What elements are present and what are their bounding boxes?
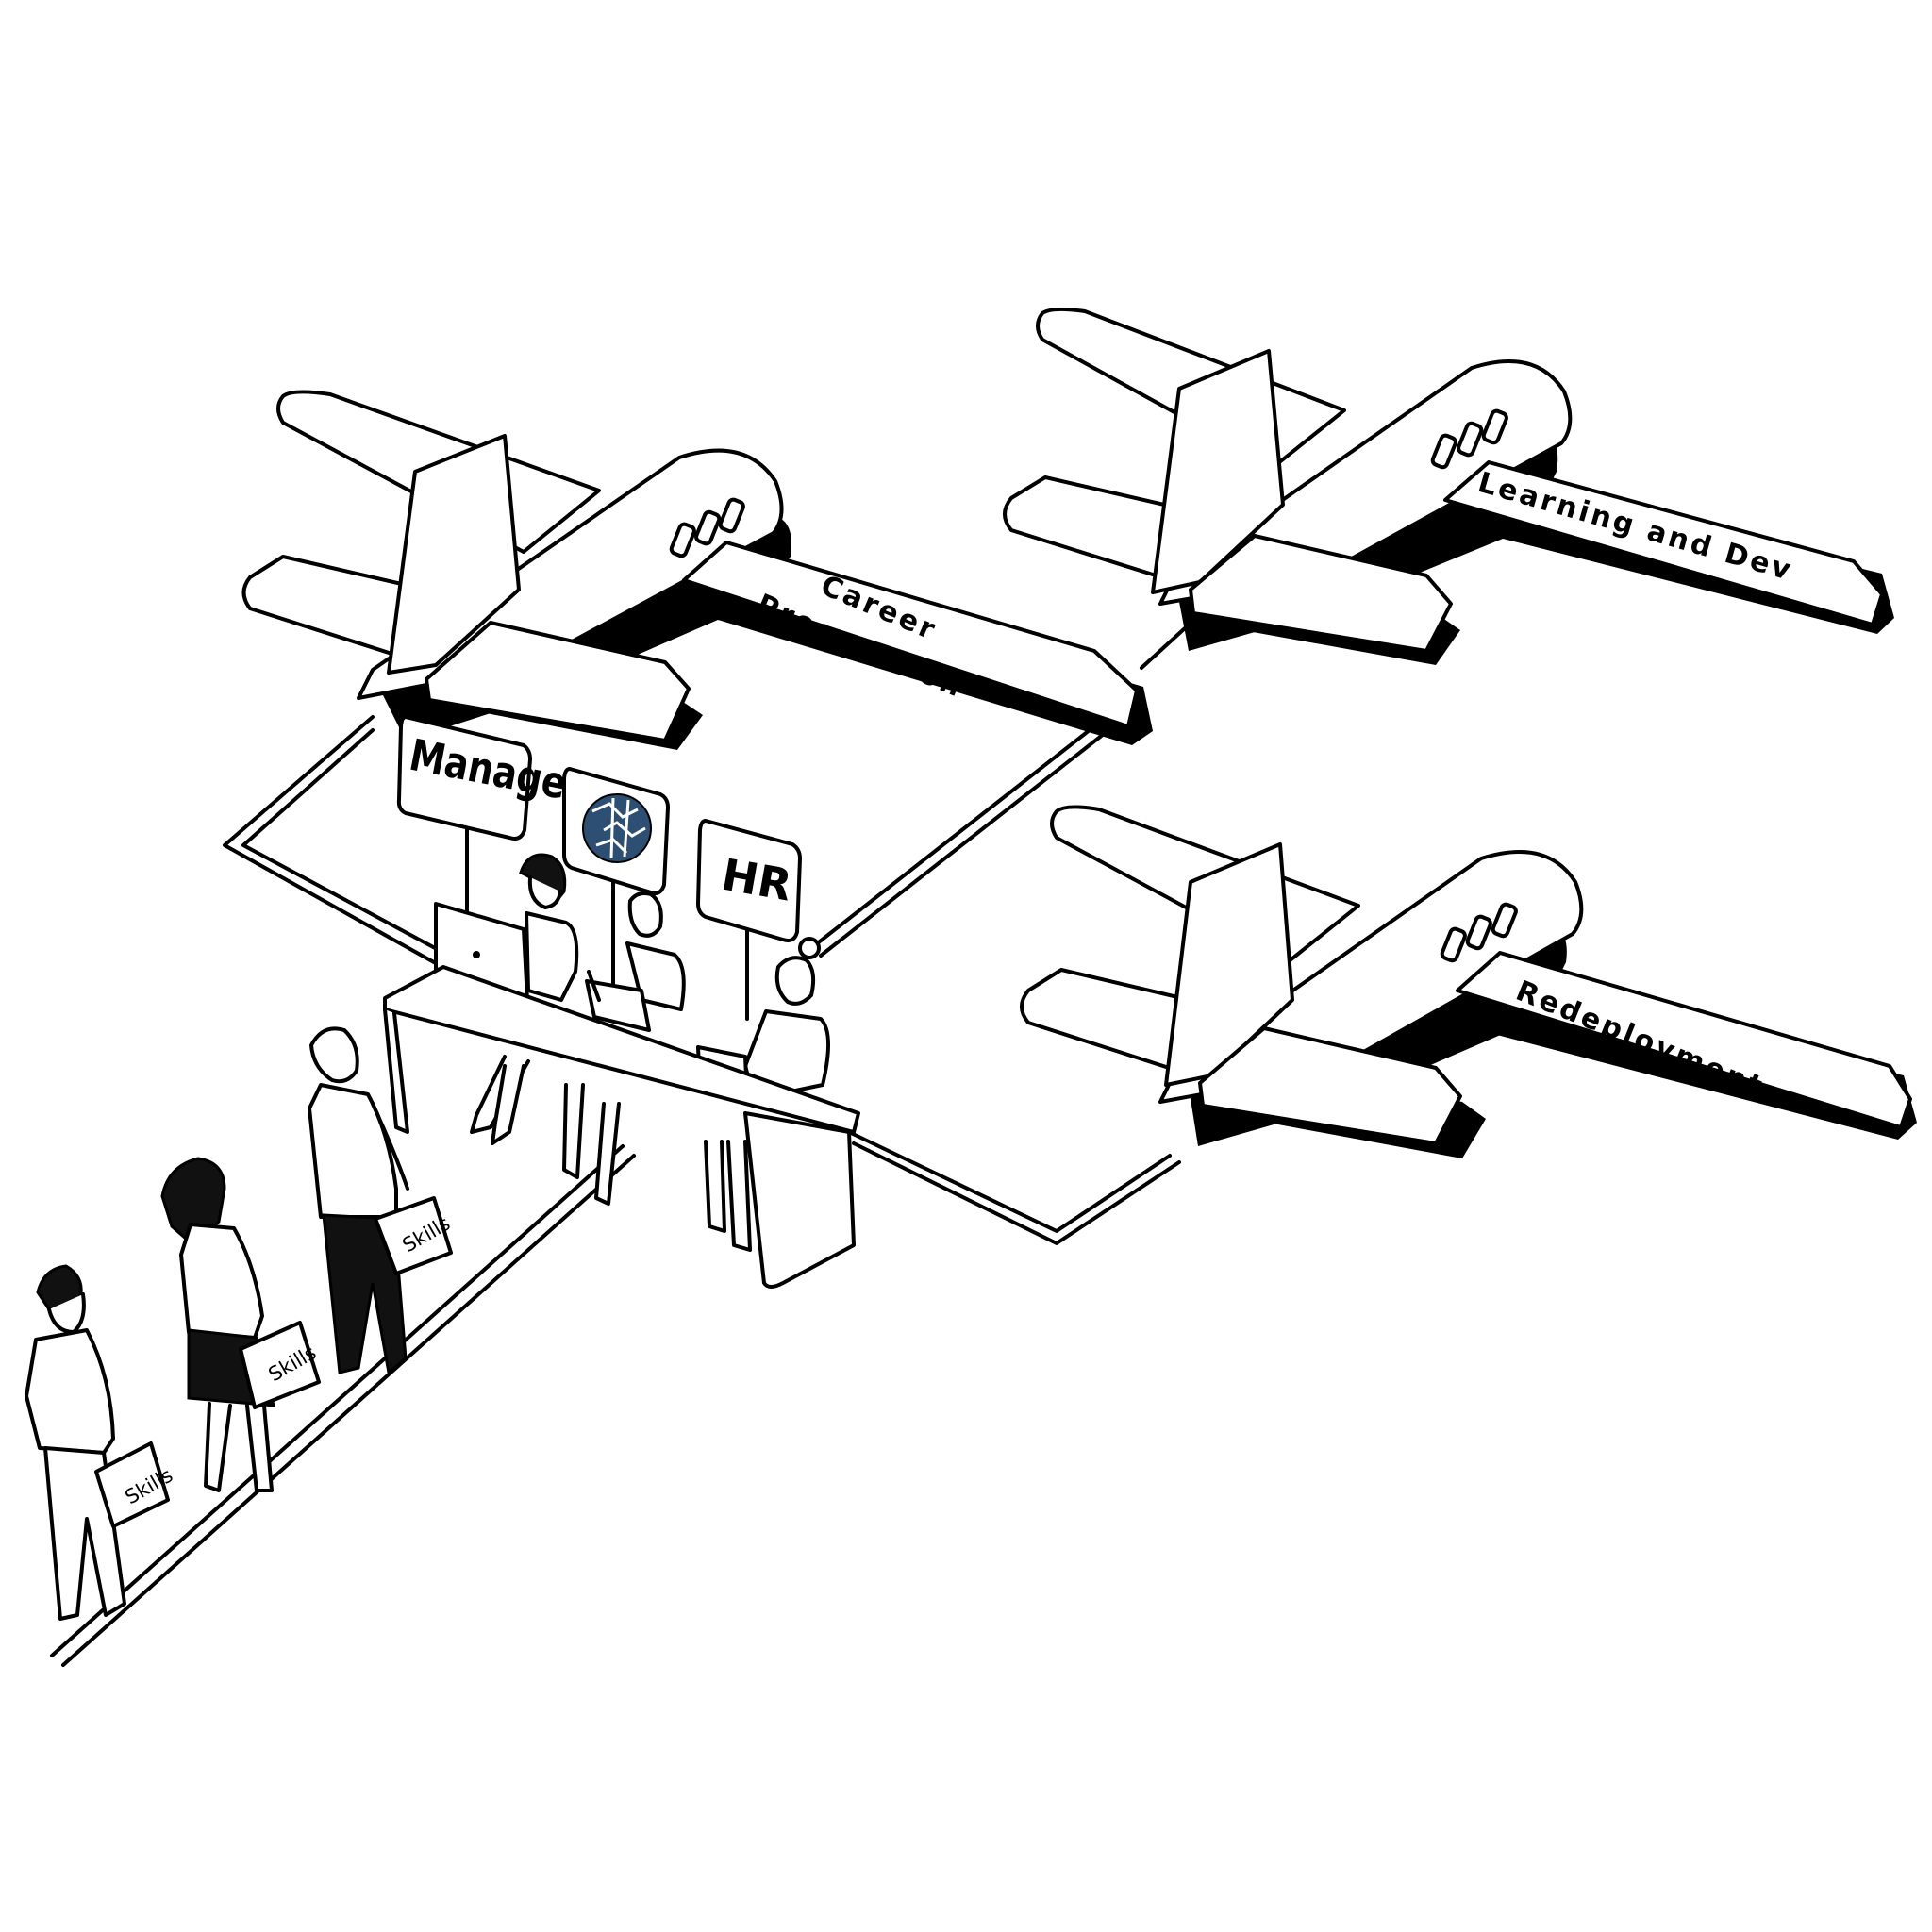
queue: Skills Skills Skills [25, 1026, 454, 1621]
person-2: Skills [160, 1157, 321, 1492]
route-lines [50, 616, 1198, 1667]
skills-bag [239, 1321, 321, 1409]
staff-center [562, 891, 686, 1206]
staff-manager [470, 853, 579, 1145]
globe-map-icon [582, 793, 652, 863]
help-desk [383, 853, 860, 1289]
plane-career-progression: Career Progression [242, 390, 1153, 750]
sign-logo [562, 767, 670, 997]
skills-bag [94, 1441, 170, 1528]
tablet [585, 979, 651, 1032]
skills-bag [374, 1196, 453, 1275]
plane-learning-and-dev: Learning and Dev [1003, 307, 1894, 665]
sign-hr: HR [696, 819, 802, 1021]
person-1: Skills [25, 1264, 176, 1621]
plane-redeployment: Redeployment [1020, 805, 1917, 1158]
sign-label-hr: HR [718, 849, 795, 911]
person-3: Skills [308, 1026, 454, 1375]
